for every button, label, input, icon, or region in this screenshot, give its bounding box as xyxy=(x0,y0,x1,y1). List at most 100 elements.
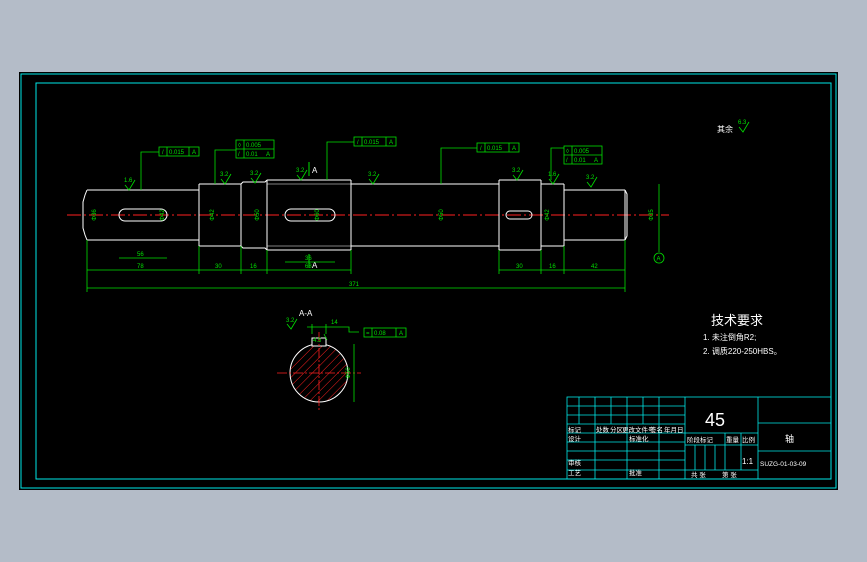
dia-1: Φ36 xyxy=(92,209,98,221)
tb-standardize: 标准化 xyxy=(629,434,649,443)
tb-approve: 批准 xyxy=(629,468,643,477)
section-mark-top: A xyxy=(312,166,318,175)
tolerance-leaders xyxy=(140,141,564,190)
section-depth-dim: 4.5 xyxy=(313,338,322,344)
roughness-2: 3.2 xyxy=(220,172,229,178)
tb-date: 年月日 xyxy=(664,425,684,434)
dim-seg3: 16 xyxy=(250,264,257,270)
section-diameter-dim: Φ50 xyxy=(346,367,352,379)
section-mark-bottom: A xyxy=(312,261,318,270)
tb-process: 工艺 xyxy=(568,469,582,477)
tb-sign: 签名 xyxy=(650,425,663,434)
drawing-sheet: A A / 0.015 A ◊ 0.005 / 0.01 A / 0.015 A xyxy=(19,72,838,490)
remark-value: 6.3 xyxy=(738,120,747,126)
frame-5b-datum: A xyxy=(594,158,598,164)
dim-key1: 56 xyxy=(137,252,144,258)
svg-text:/: / xyxy=(566,158,568,164)
svg-text:◊: ◊ xyxy=(238,142,241,149)
tb-scale-label: 比例 xyxy=(742,435,755,444)
tech-item-1: 1. 未注倒角R2; xyxy=(703,332,756,342)
svg-text:◊: ◊ xyxy=(566,148,569,155)
section-dims xyxy=(307,324,359,402)
roughness-7: 1.6 xyxy=(548,172,557,178)
roughness-symbols xyxy=(124,169,598,191)
tb-zone: 分区 xyxy=(610,425,624,434)
svg-text:/: / xyxy=(357,140,359,146)
inner-border xyxy=(35,82,832,480)
tb-stage-mark: 阶段标记 xyxy=(687,435,714,444)
dim-key2: 36 xyxy=(305,256,312,262)
part-name: 轴 xyxy=(785,433,794,444)
svg-text:/: / xyxy=(238,152,240,158)
roughness-1: 1.6 xyxy=(124,178,133,184)
section-roughness-symbol xyxy=(286,318,298,330)
svg-text:=: = xyxy=(366,331,370,337)
outer-border xyxy=(20,73,837,489)
roughness-6: 3.2 xyxy=(512,168,521,174)
datum-label: A xyxy=(657,257,661,263)
frame-2b-datum: A xyxy=(266,152,270,158)
section-tolerance-datum: A xyxy=(399,331,403,337)
section-roughness: 3.2 xyxy=(286,318,295,324)
dia-6: Φ50 xyxy=(439,209,445,221)
tech-item-2: 2. 调质220-250HBS。 xyxy=(703,346,782,356)
dim-seg6: 16 xyxy=(549,264,556,270)
frame-3-value: 0.015 xyxy=(364,140,380,146)
frame-2-value: 0.005 xyxy=(246,143,262,149)
dim-seg1: 78 xyxy=(137,264,144,270)
dia-3: Φ42 xyxy=(210,209,216,221)
frame-1-value: 0.015 xyxy=(169,150,185,156)
frame-5-value: 0.005 xyxy=(574,149,590,155)
roughness-4: 3.2 xyxy=(296,168,305,174)
tb-weight: 重量 xyxy=(726,436,740,444)
section-view xyxy=(277,332,361,412)
tolerance-frame-1: / 0.015 A xyxy=(158,146,200,157)
dia-4: Φ50 xyxy=(255,209,261,221)
title-block xyxy=(566,396,832,480)
drawing-no: SUZG-01-03-09 xyxy=(760,461,807,468)
frame-4-datum: A xyxy=(512,146,516,152)
tb-sheet-no: 第 张 xyxy=(722,470,737,479)
keyway-right xyxy=(505,210,533,220)
section-label: A-A xyxy=(299,309,313,318)
roughness-3: 3.2 xyxy=(250,171,259,177)
tolerance-frame-2: ◊ 0.005 / 0.01 A xyxy=(235,139,275,159)
svg-text:/: / xyxy=(480,146,482,152)
material: 45 xyxy=(705,410,725,430)
roughness-5: 3.2 xyxy=(368,172,377,178)
keyway-mid xyxy=(284,208,336,222)
dimension-lines xyxy=(86,240,626,292)
tb-count: 处数 xyxy=(596,425,610,434)
dia-7: Φ42 xyxy=(545,209,551,221)
dim-seg4: 68 xyxy=(305,264,312,270)
dim-seg5: 30 xyxy=(516,264,523,270)
section-tolerance-value: 0.08 xyxy=(374,331,386,337)
frame-3-datum: A xyxy=(389,140,393,146)
tb-design: 设计 xyxy=(568,434,582,443)
dia-5: Φ60 xyxy=(315,209,321,221)
scale: 1:1 xyxy=(742,457,754,466)
tb-check: 审核 xyxy=(568,458,582,467)
tb-change-doc: 更改文件号 xyxy=(622,425,655,434)
section-width-dim: 14 xyxy=(331,320,338,326)
tolerance-frame-4: / 0.015 A xyxy=(476,142,520,153)
frame-4-value: 0.015 xyxy=(487,146,503,152)
tech-title: 技术要求 xyxy=(711,313,763,328)
roughness-8: 3.2 xyxy=(586,175,595,181)
datum-marker xyxy=(653,184,665,264)
remark-roughness-symbol xyxy=(738,121,750,133)
svg-text:/: / xyxy=(162,150,164,156)
tb-sheets-total: 共 张 xyxy=(691,470,706,479)
frame-2b-value: 0.01 xyxy=(246,152,258,158)
frame-5b-value: 0.01 xyxy=(574,158,586,164)
dim-total: 371 xyxy=(349,282,360,288)
frame-1-datum: A xyxy=(192,150,196,156)
tolerance-frame-5: ◊ 0.005 / 0.01 A xyxy=(563,145,603,165)
dim-seg2: 30 xyxy=(215,264,222,270)
dia-2: Φ42 xyxy=(160,209,166,221)
dia-8: Φ35 xyxy=(649,209,655,221)
section-tolerance-frame: = 0.08 A xyxy=(363,327,407,338)
remark-label: 其余 xyxy=(717,124,733,134)
cad-drawing: A A / 0.015 A ◊ 0.005 / 0.01 A / 0.015 A xyxy=(20,73,837,489)
dim-seg7: 42 xyxy=(591,264,598,270)
